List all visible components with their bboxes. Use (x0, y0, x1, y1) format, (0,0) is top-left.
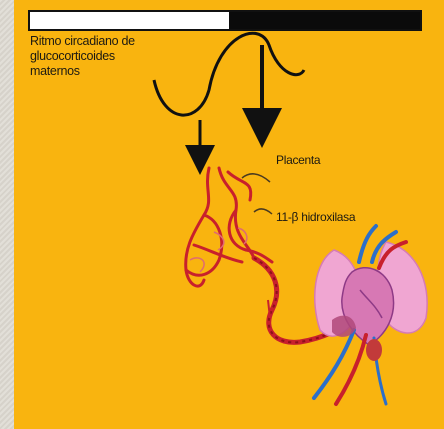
figure-panel: Ritmo circadiano de glucocorticoides mat… (14, 0, 444, 429)
kidney (366, 339, 382, 361)
enzyme-label: 11-β hidroxilasa (276, 210, 355, 225)
placenta-label: Placenta (276, 153, 320, 168)
placenta-fetus-illustration (14, 0, 444, 429)
circadian-wave (154, 33, 304, 115)
placenta-bracket (242, 174, 270, 182)
enzyme-bracket (254, 209, 272, 214)
placenta-vessels (186, 168, 272, 286)
